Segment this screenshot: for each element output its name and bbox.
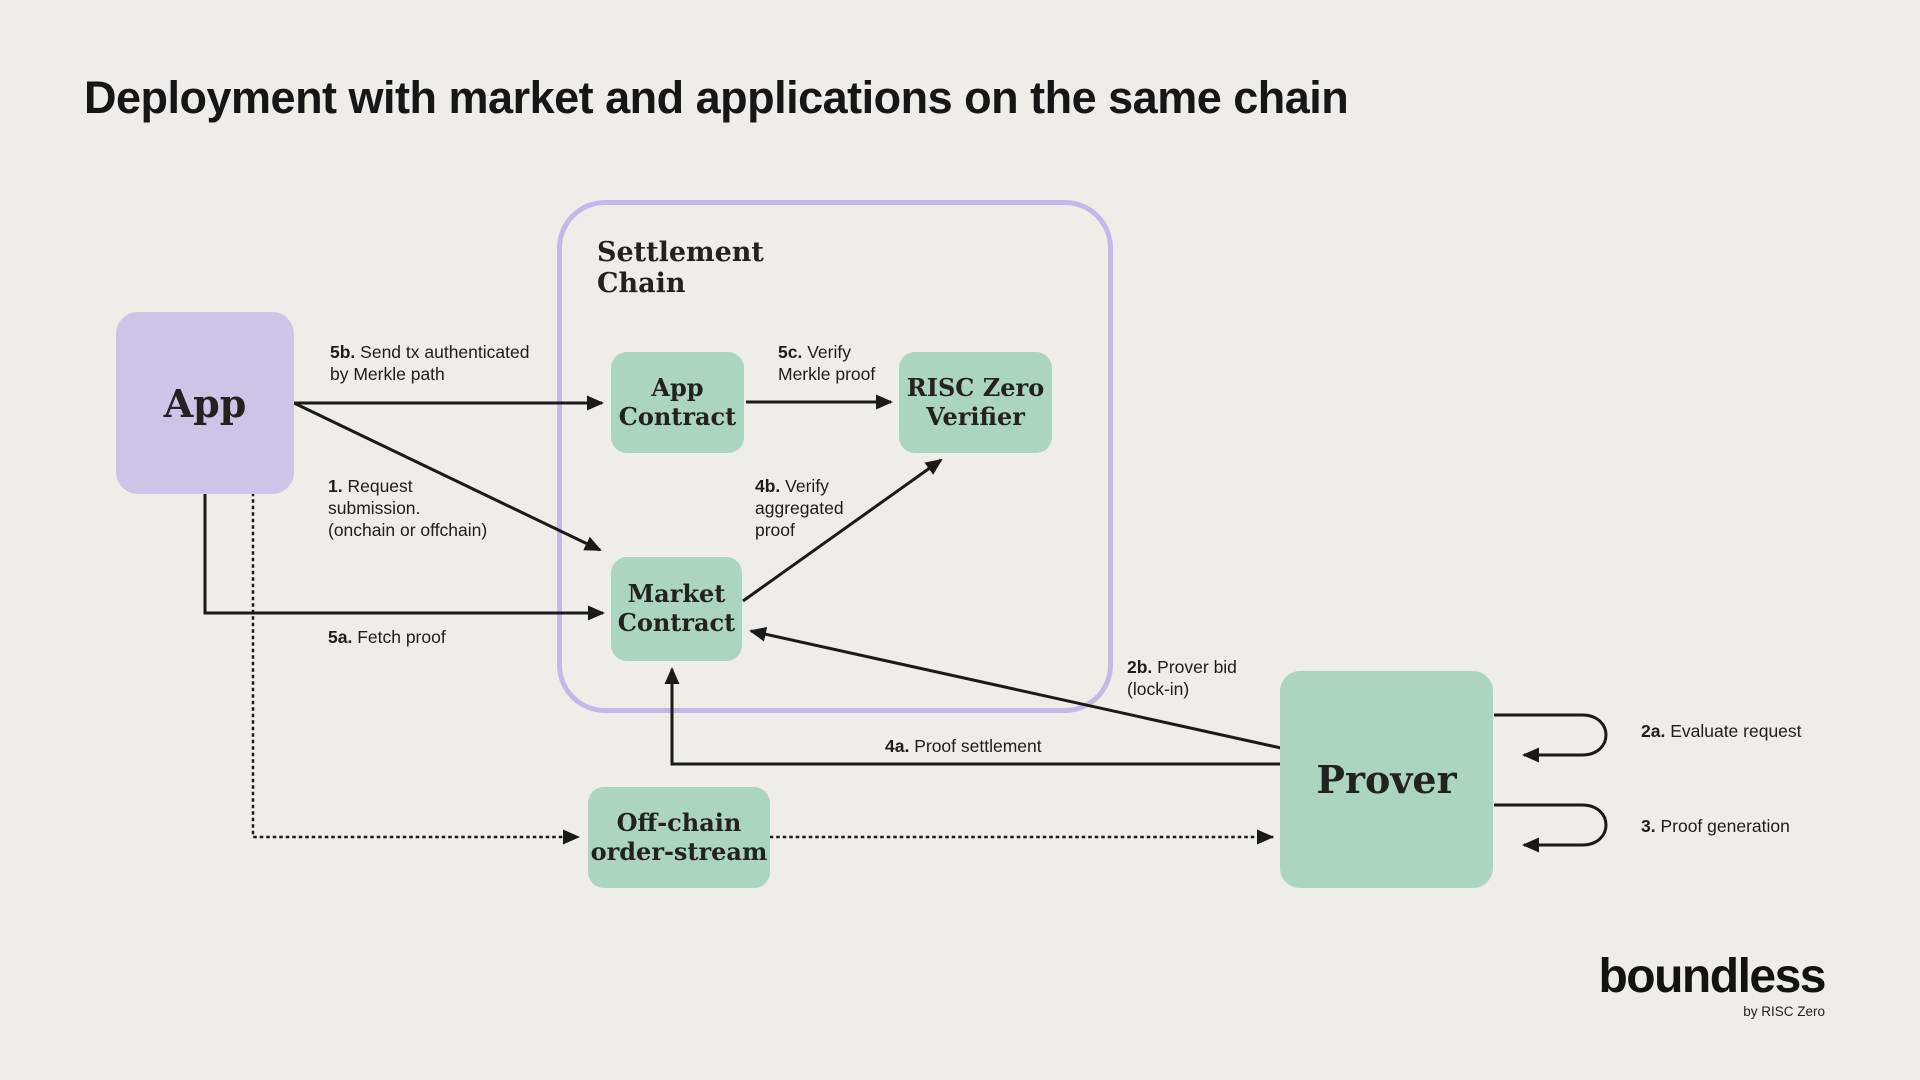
edge-5a-fetch-proof — [203, 494, 605, 621]
edge-4a-proof-settlement — [664, 667, 1281, 766]
page-title: Deployment with market and applications … — [84, 72, 1349, 123]
edge-1-request-submission — [293, 401, 602, 552]
label-2a-evaluate-request: 2a. Evaluate request — [1641, 721, 1802, 741]
boundless-logo-wordmark: boundless — [1598, 950, 1826, 1003]
settlement-chain-container — [557, 200, 1113, 713]
edge-2a-evaluate-loop — [1494, 713, 1608, 763]
edge-dotted-app-to-orderstream — [251, 492, 580, 845]
label-3-proof-generation: 3. Proof generation — [1641, 816, 1790, 836]
edge-4b-verify-aggregated — [742, 458, 943, 603]
boundless-logo-byline: by RISC Zero — [1743, 1004, 1825, 1019]
node-app: App — [116, 312, 294, 494]
node-prover: Prover — [1280, 671, 1493, 888]
edge-3-proof-generation-loop — [1494, 803, 1608, 853]
label-5a-fetch-proof: 5a. Fetch proof — [328, 627, 446, 647]
boundless-logo: boundless by RISC Zero — [1598, 950, 1826, 1020]
edge-2b-prover-bid — [749, 626, 1282, 750]
label-2b-prover-bid: 2b. Prover bid(lock-in) — [1127, 657, 1237, 699]
label-4a-proof-settlement: 4a. Proof settlement — [885, 736, 1042, 756]
